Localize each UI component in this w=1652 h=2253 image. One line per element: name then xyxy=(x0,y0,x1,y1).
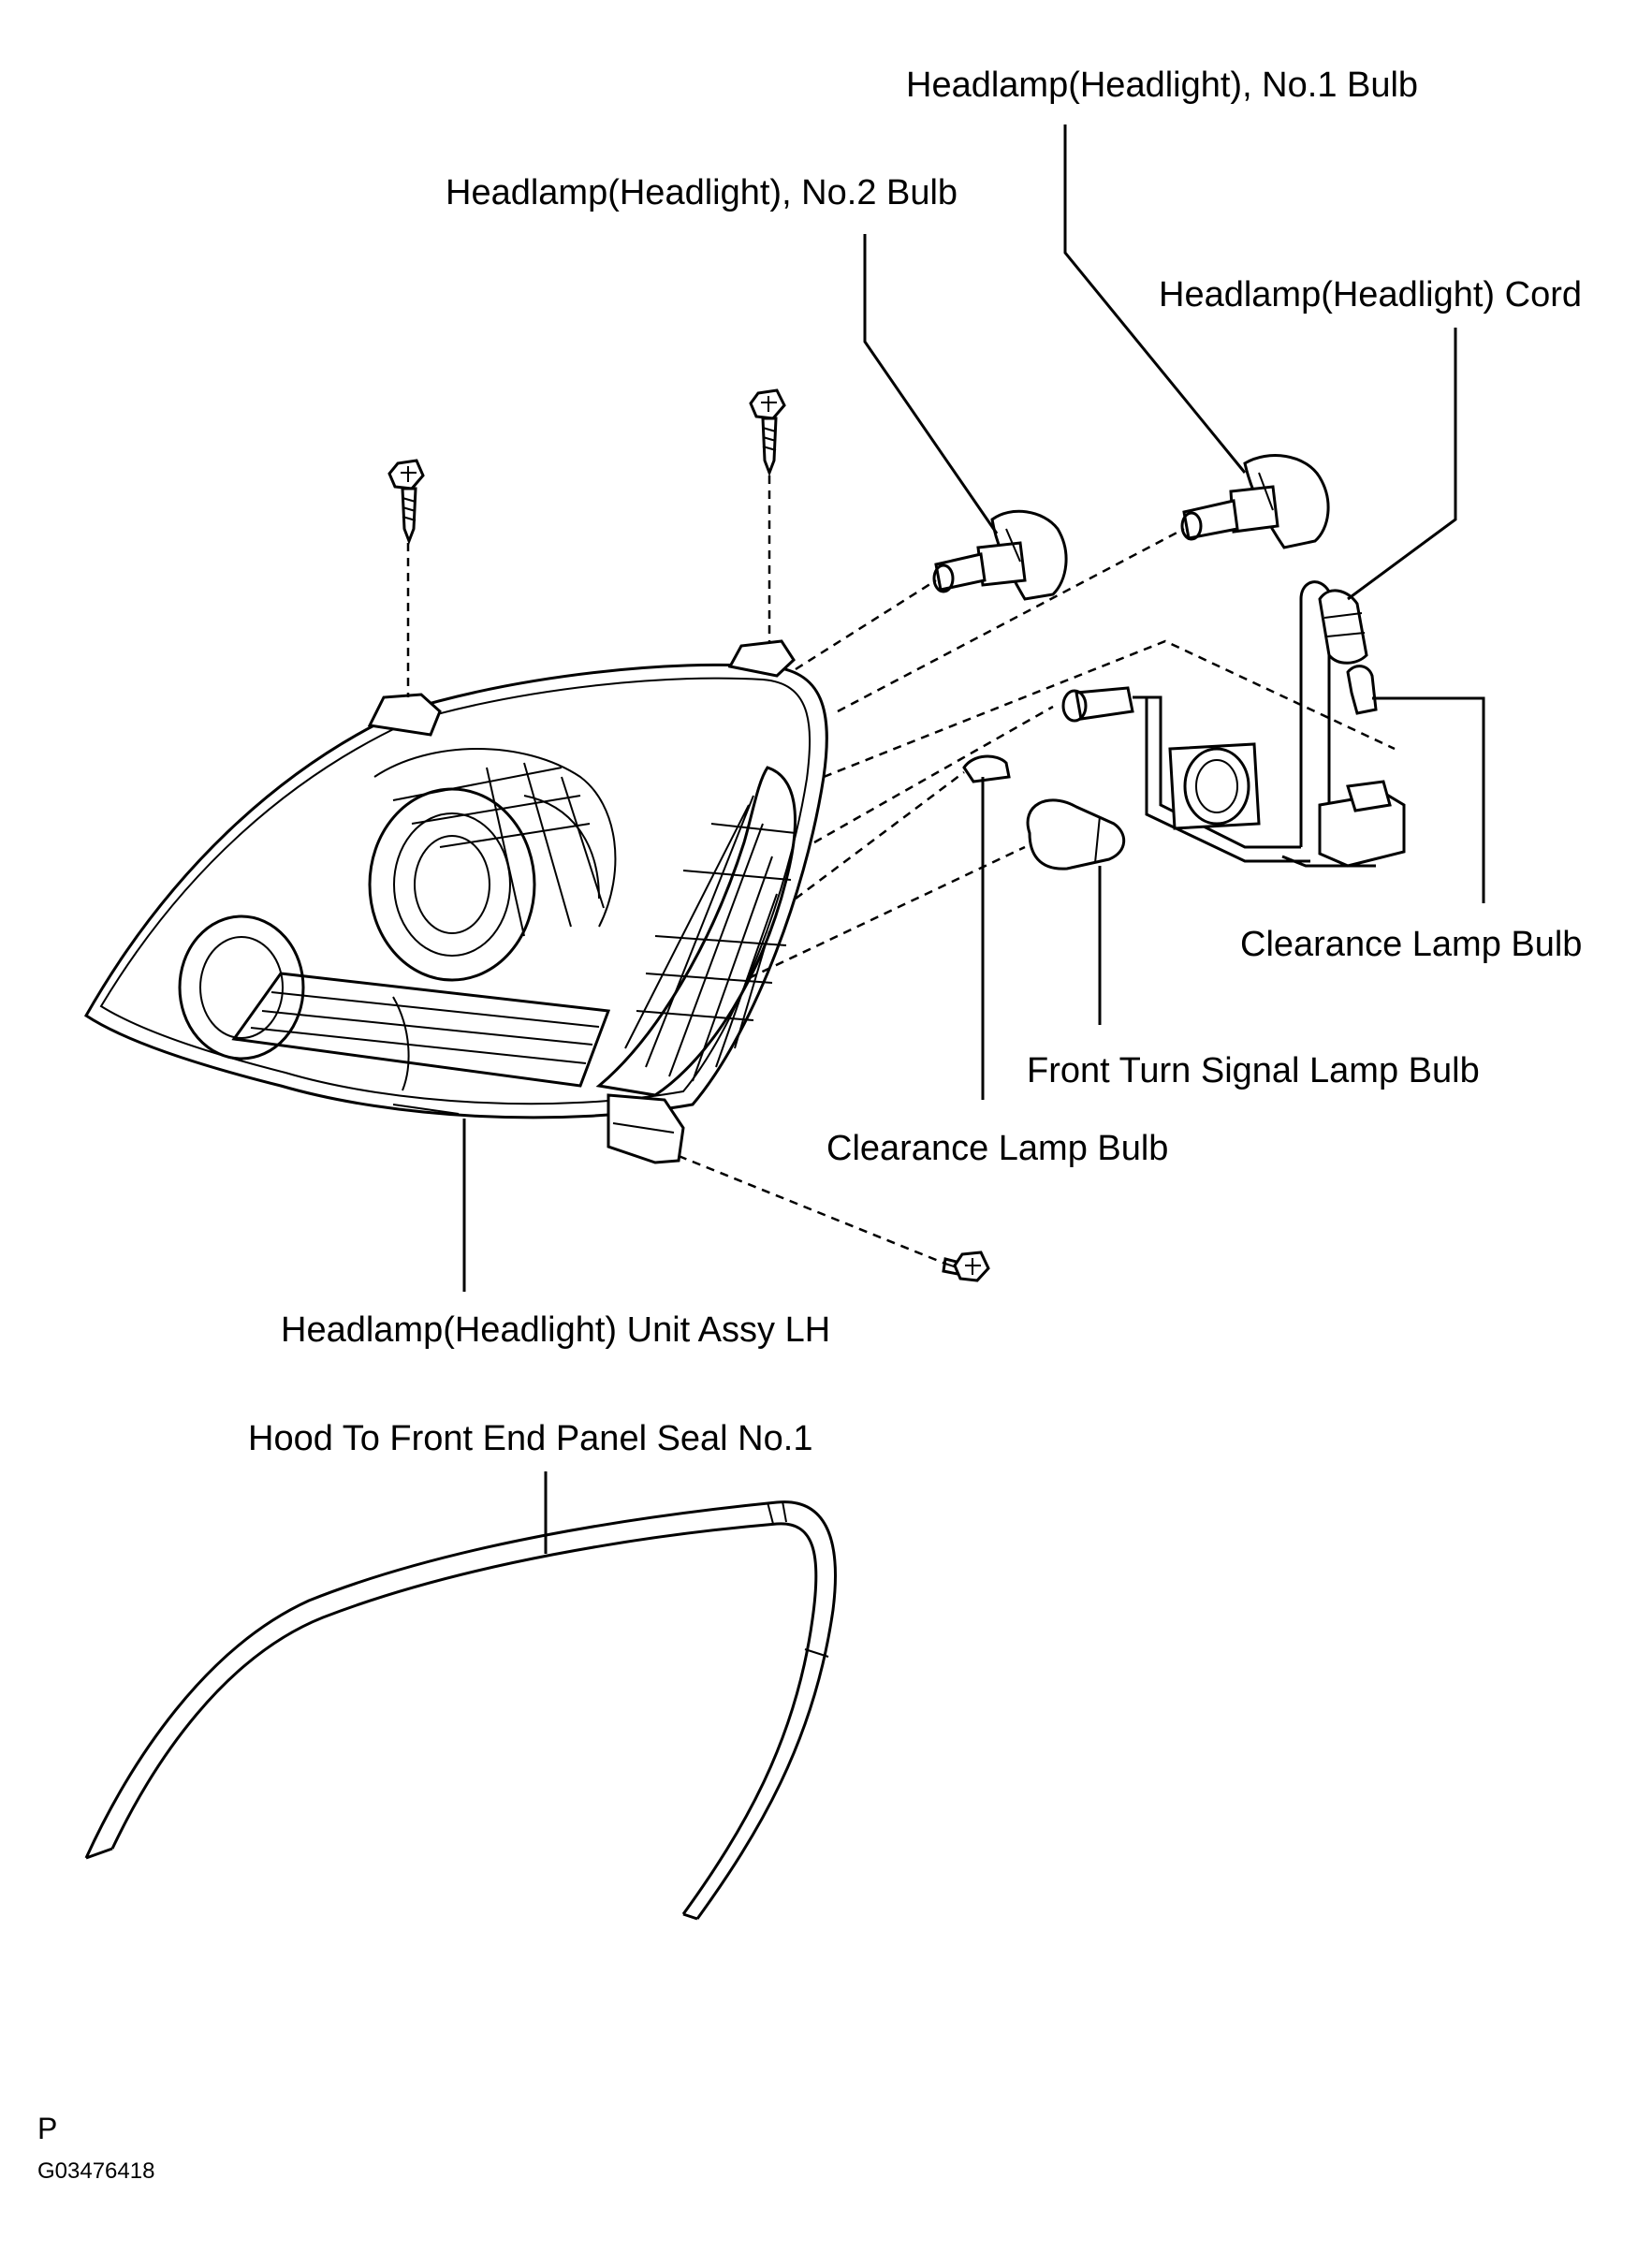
footer-letter: P xyxy=(37,2112,58,2145)
label-clearance-left: Clearance Lamp Bulb xyxy=(826,1129,1169,1168)
screw-bottom-icon xyxy=(942,1251,990,1282)
label-clearance-right: Clearance Lamp Bulb xyxy=(1240,925,1583,964)
headlamp-unit-assy xyxy=(84,639,828,1164)
no2-bulb-icon xyxy=(932,509,1068,601)
label-seal: Hood To Front End Panel Seal No.1 xyxy=(248,1419,813,1458)
label-unit-assy: Headlamp(Headlight) Unit Assy LH xyxy=(281,1310,831,1350)
no1-bulb-icon xyxy=(1180,454,1330,549)
clearance-bulb-left-icon xyxy=(962,754,1011,783)
figure-id: G03476418 xyxy=(37,2158,155,2184)
label-no2-bulb: Headlamp(Headlight), No.2 Bulb xyxy=(446,173,958,212)
screw-center-icon xyxy=(749,388,786,477)
clearance-bulb-right-icon xyxy=(1346,665,1378,715)
screw-left-icon xyxy=(387,459,425,546)
label-turn-signal: Front Turn Signal Lamp Bulb xyxy=(1027,1051,1480,1090)
headlamp-cord-icon xyxy=(1061,580,1406,868)
turn-signal-bulb-icon xyxy=(1026,798,1126,870)
label-cord: Headlamp(Headlight) Cord xyxy=(1159,275,1582,315)
label-no1-bulb: Headlamp(Headlight), No.1 Bulb xyxy=(906,66,1419,105)
hood-seal-icon xyxy=(84,1500,837,1921)
leader-lines xyxy=(462,124,1485,1554)
